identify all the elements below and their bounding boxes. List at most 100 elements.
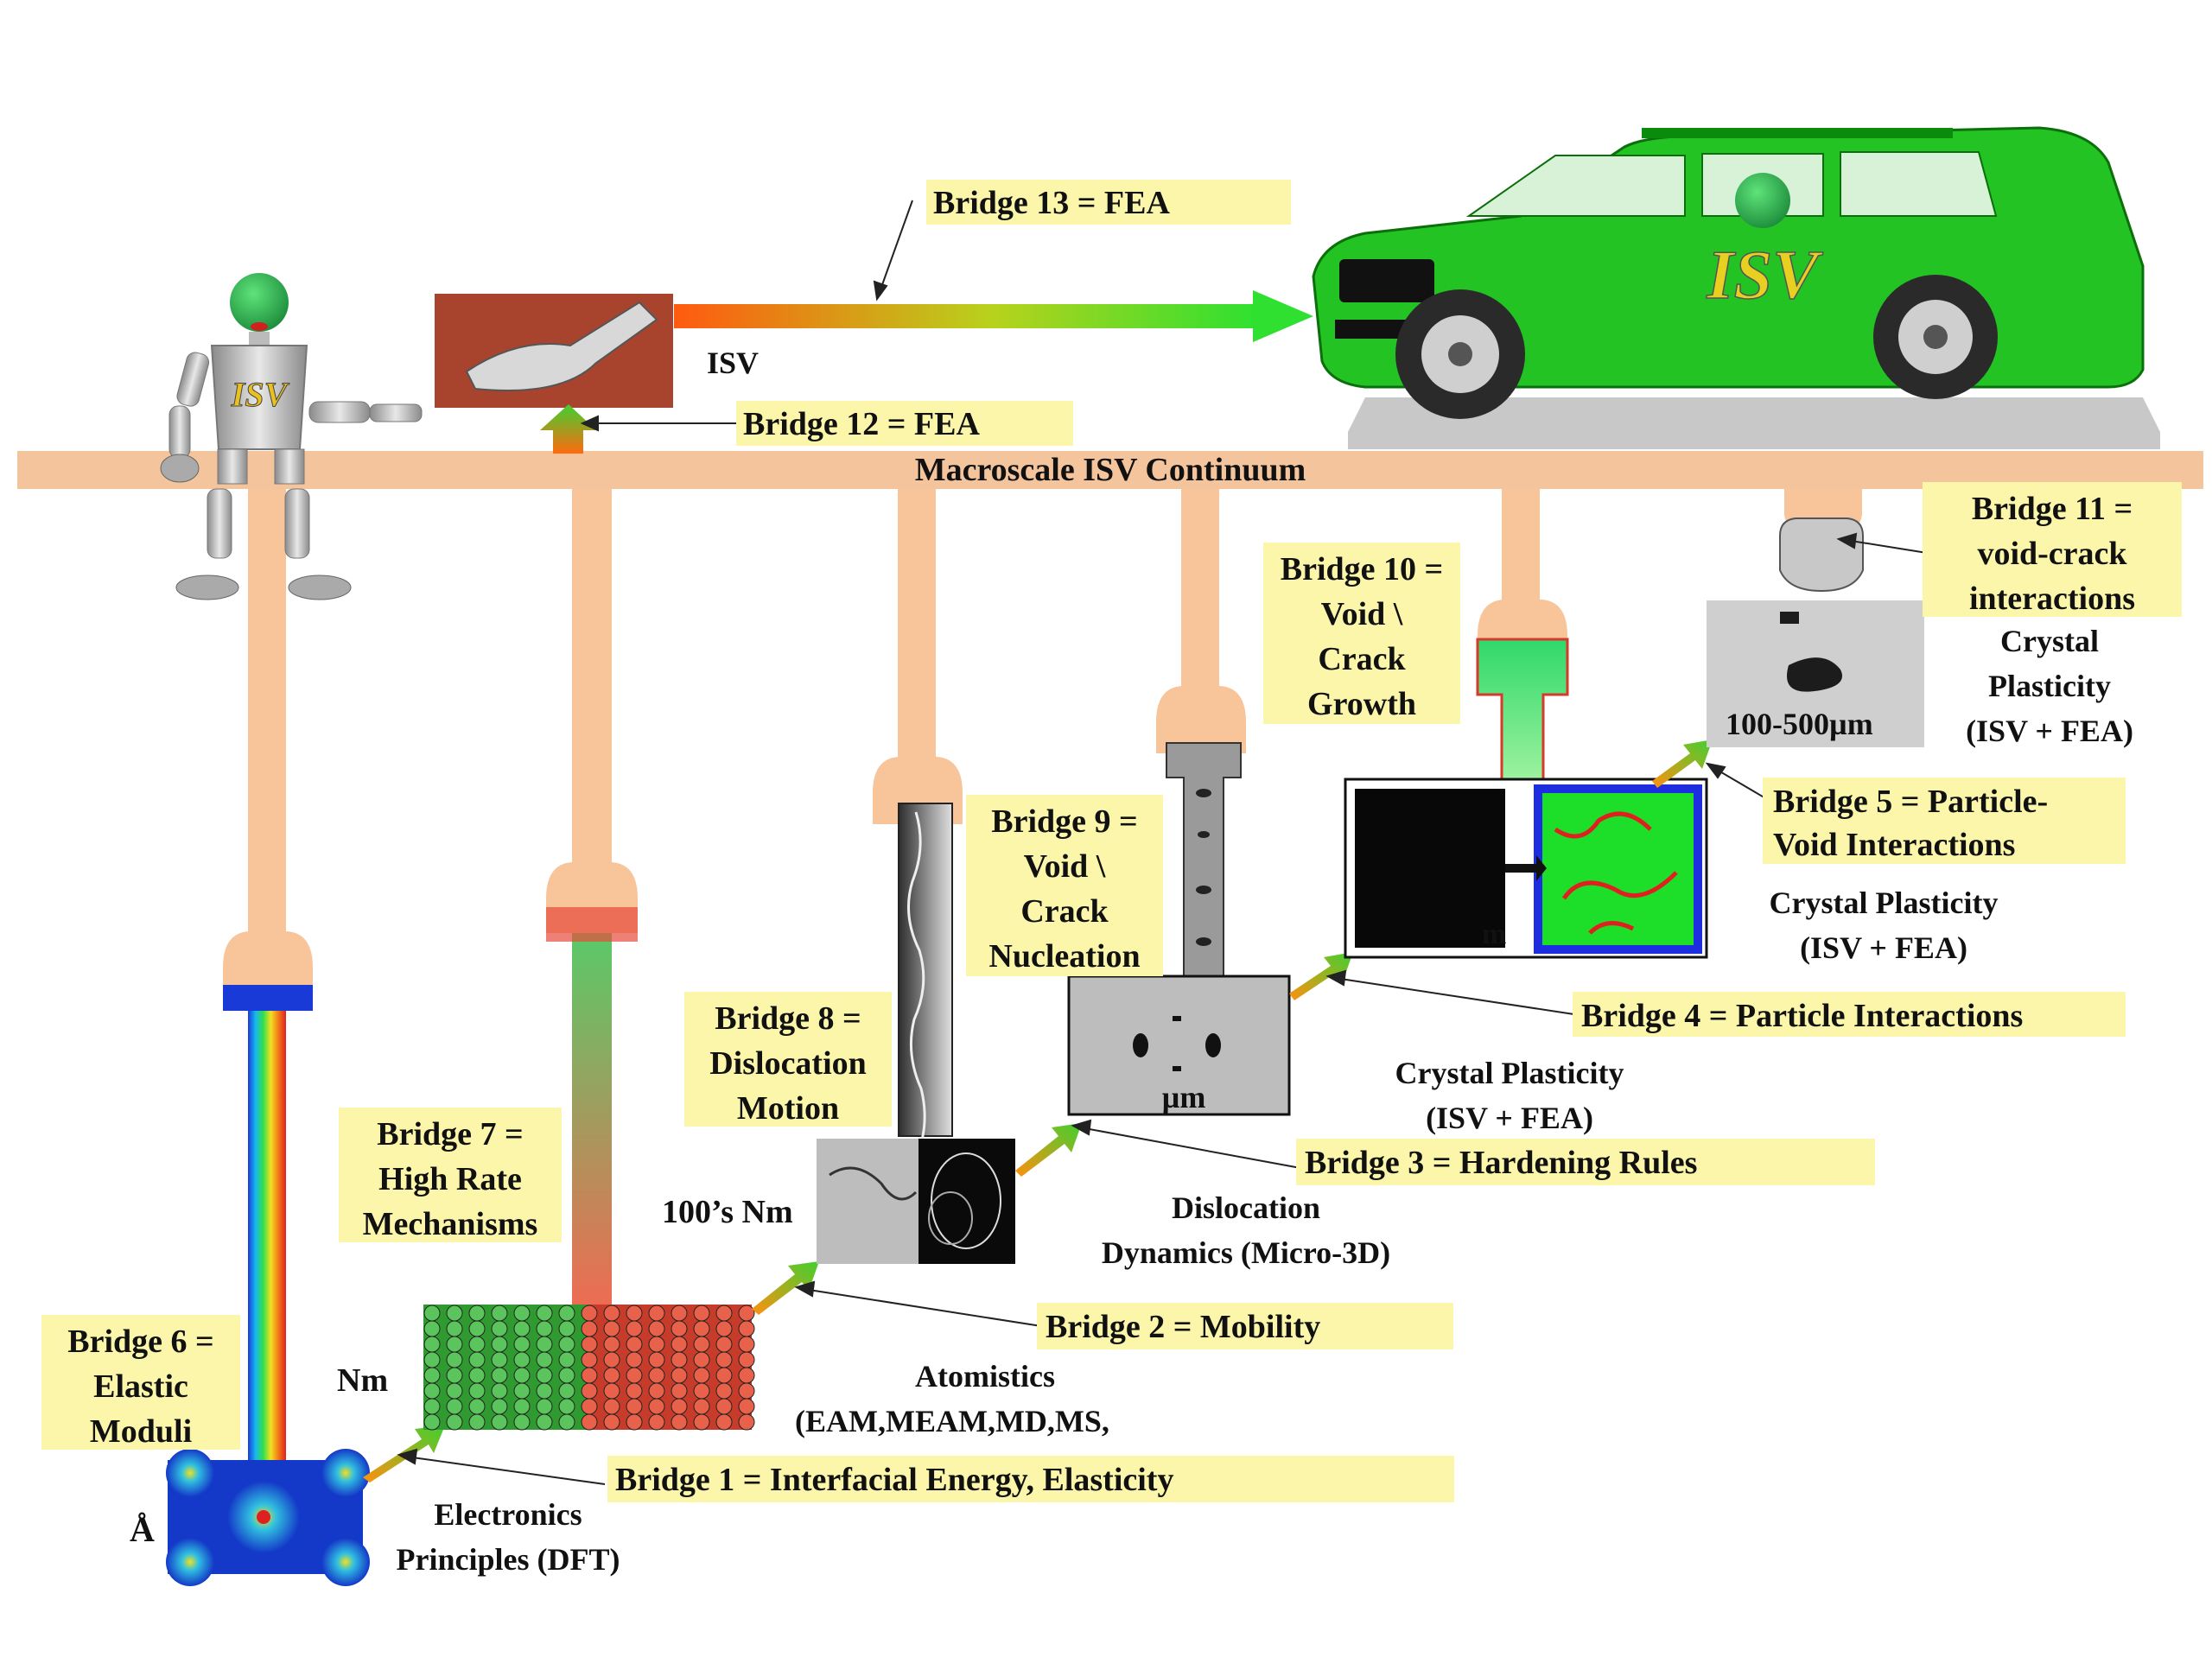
atom: [626, 1382, 643, 1400]
bridge-12-up-arrow: [540, 404, 596, 454]
svg-text:Crystal: Crystal: [2000, 624, 2099, 658]
svg-text:void-crack: void-crack: [1977, 536, 2127, 572]
atom: [626, 1413, 643, 1431]
method-crystal-plasticity-3: Crystal Plasticity (ISV + FEA): [1966, 624, 2133, 748]
bridge-6-label: Bridge 6 = Elastic Moduli: [41, 1315, 240, 1450]
atom: [423, 1413, 441, 1431]
svg-text:Crystal Plasticity: Crystal Plasticity: [1770, 886, 1999, 920]
method-crystal-plasticity-2: Crystal Plasticity (ISV + FEA): [1770, 886, 1999, 965]
atom: [446, 1351, 463, 1368]
arm-bridge-10: [1476, 489, 1569, 783]
atom: [738, 1382, 755, 1400]
macro-micrograph: [1707, 600, 1924, 747]
svg-text:Crack: Crack: [1020, 893, 1109, 930]
atom: [693, 1398, 710, 1415]
atom: [626, 1305, 643, 1322]
atom: [671, 1351, 688, 1368]
atom: [558, 1351, 575, 1368]
atom: [738, 1351, 755, 1368]
atom: [536, 1351, 553, 1368]
atom: [693, 1336, 710, 1353]
svg-text:Elastic: Elastic: [93, 1368, 188, 1405]
svg-text:Bridge 7 =: Bridge 7 =: [377, 1116, 523, 1152]
svg-text:Bridge 12 = FEA: Bridge 12 = FEA: [743, 406, 980, 442]
bridge-11-label: Bridge 11 = void-crack interactions: [1923, 482, 2182, 617]
atom: [536, 1382, 553, 1400]
svg-text:Nucleation: Nucleation: [988, 938, 1140, 975]
dislocation-images: [817, 1139, 1015, 1264]
isv-robot: ISV: [160, 273, 423, 600]
svg-text:Crystal Plasticity: Crystal Plasticity: [1395, 1056, 1624, 1090]
atom: [603, 1351, 620, 1368]
atom: [558, 1398, 575, 1415]
macroscale-beam: [17, 451, 2203, 489]
atom: [491, 1305, 508, 1322]
scale-um-partial: m: [1482, 918, 1506, 950]
atom: [581, 1413, 598, 1431]
step-arrow-4: [1289, 952, 1353, 1000]
atom: [491, 1351, 508, 1368]
bridge-5-label: Bridge 5 = Particle- Void Interactions: [1763, 778, 2126, 864]
atom: [423, 1336, 441, 1353]
atom: [446, 1367, 463, 1384]
atom: [715, 1398, 733, 1415]
svg-text:Principles (DFT): Principles (DFT): [397, 1542, 620, 1577]
atom: [468, 1413, 486, 1431]
atom: [648, 1336, 665, 1353]
atom: [603, 1367, 620, 1384]
atom: [603, 1382, 620, 1400]
atom: [693, 1413, 710, 1431]
atom: [536, 1320, 553, 1337]
svg-text:Void \: Void \: [1024, 848, 1106, 885]
atom: [423, 1398, 441, 1415]
atom: [446, 1382, 463, 1400]
svg-text:(ISV + FEA): (ISV + FEA): [1800, 930, 1967, 965]
atom: [468, 1336, 486, 1353]
arm-bridge-7: [546, 489, 638, 1313]
svg-text:Mechanisms: Mechanisms: [363, 1206, 538, 1242]
atom: [671, 1320, 688, 1337]
atom: [693, 1382, 710, 1400]
atom: [603, 1413, 620, 1431]
step-arrow-2: [752, 1261, 819, 1315]
atom: [738, 1398, 755, 1415]
arm-bridge-11: [1779, 489, 1864, 593]
bridge-9-label: Bridge 9 = Void \ Crack Nucleation: [966, 795, 1163, 976]
atom: [536, 1336, 553, 1353]
svg-text:Dynamics (Micro-3D): Dynamics (Micro-3D): [1102, 1235, 1390, 1270]
micron-box: [1067, 975, 1291, 1116]
atom: [446, 1320, 463, 1337]
atom: [603, 1305, 620, 1322]
atom: [626, 1320, 643, 1337]
atom: [513, 1413, 531, 1431]
atom: [626, 1398, 643, 1415]
atom: [648, 1320, 665, 1337]
bridge-13-label: Bridge 13 = FEA: [926, 180, 1291, 225]
atom: [715, 1336, 733, 1353]
svg-text:Bridge 2 = Mobility: Bridge 2 = Mobility: [1046, 1309, 1320, 1345]
svg-text:Bridge 10 =: Bridge 10 =: [1281, 551, 1443, 587]
atom: [468, 1382, 486, 1400]
atom: [648, 1413, 665, 1431]
scale-macro-um: 100-500µm: [1726, 707, 1873, 741]
robot-badge: ISV: [231, 375, 290, 414]
atom: [468, 1305, 486, 1322]
atom: [671, 1382, 688, 1400]
atom: [491, 1367, 508, 1384]
atom: [536, 1305, 553, 1322]
atomistics-lattice: [423, 1305, 755, 1431]
svg-text:(ISV + FEA): (ISV + FEA): [1426, 1101, 1593, 1135]
fea-arrow: [674, 290, 1313, 342]
atom: [446, 1336, 463, 1353]
atom: [558, 1320, 575, 1337]
bridge-4-label: Bridge 4 = Particle Interactions: [1573, 992, 2126, 1037]
svg-text:Bridge 3 = Hardening Rules: Bridge 3 = Hardening Rules: [1305, 1145, 1697, 1181]
atom: [468, 1367, 486, 1384]
atom: [626, 1367, 643, 1384]
svg-text:(EAM,MEAM,MD,MS,: (EAM,MEAM,MD,MS,: [795, 1404, 1109, 1438]
svg-text:Crack: Crack: [1318, 641, 1406, 677]
atom: [513, 1382, 531, 1400]
atom: [626, 1336, 643, 1353]
method-crystal-plasticity-1: Crystal Plasticity (ISV + FEA): [1395, 1056, 1624, 1135]
